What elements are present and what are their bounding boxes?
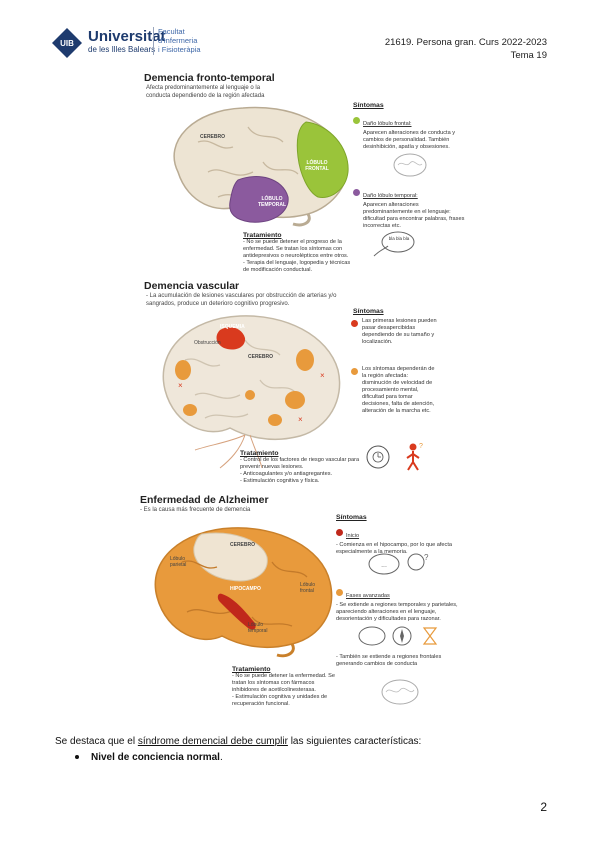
brain-outline-icon bbox=[393, 153, 427, 177]
frontotemporal-title: Demencia fronto-temporal bbox=[144, 72, 275, 84]
uib-logo-icon: UIB bbox=[52, 28, 82, 58]
vascular-symptom-1: Las primeras lesiones pueden pasar desap… bbox=[351, 318, 439, 346]
brain-label-frontal-alz: Lóbulo frontal bbox=[300, 582, 316, 594]
page-number: 2 bbox=[540, 800, 547, 814]
frontotemporal-panel: Demencia fronto-temporal Afecta predomin… bbox=[140, 72, 470, 277]
orange-dot-icon bbox=[336, 589, 343, 597]
alzheimer-subtitle: - Es la causa más frecuente de demencia bbox=[140, 507, 251, 513]
speech-bubble-icon bbox=[373, 231, 415, 257]
brain-label-hipocampo: HIPOCAMPO bbox=[230, 586, 261, 592]
brain-label-temporal-alz: Lóbulo temporal bbox=[248, 622, 268, 634]
dark-red-dot-icon bbox=[336, 529, 343, 537]
purple-dot-icon bbox=[353, 189, 360, 197]
vascular-symptoms-heading: Síntomas bbox=[353, 308, 384, 315]
brain-label-obstruccion: Obstrucción bbox=[194, 340, 221, 346]
alzheimer-frontal: - También se extiende a regiones frontal… bbox=[336, 654, 442, 667]
vascular-treatment: Tratamiento - Control de los factores de… bbox=[240, 450, 360, 484]
alzheimer-treatment: Tratamiento - No se puede detener la enf… bbox=[232, 666, 335, 707]
frontotemporal-symptoms-heading: Síntomas bbox=[353, 102, 384, 109]
svg-text:?: ? bbox=[424, 553, 429, 562]
header-divider bbox=[153, 27, 154, 55]
svg-text:×: × bbox=[298, 415, 303, 424]
brain-label-cerebro-vascular: CEREBRO bbox=[248, 354, 274, 360]
walking-person-icon: ? bbox=[406, 443, 423, 471]
green-dot-icon bbox=[353, 117, 360, 125]
brain-label-temporal: LÓBULO TEMPORAL bbox=[258, 196, 287, 208]
vascular-title: Demencia vascular bbox=[144, 280, 240, 292]
course-title: 21619. Persona gran. Curs 2022-2023 bbox=[384, 37, 547, 48]
red-dot-icon bbox=[351, 320, 358, 327]
alzheimer-inicio: Inicio - Comienza en el hipocampo, por l… bbox=[336, 524, 460, 556]
alzheimer-symptoms-heading: Síntomas bbox=[336, 514, 367, 521]
brain-label-cerebro-alz: CEREBRO bbox=[230, 542, 256, 548]
memory-icons: ... ? bbox=[368, 553, 429, 575]
alzheimer-title: Enfermedad de Alzheimer bbox=[140, 494, 269, 506]
brain-label-frontal: LÓBULO FRONTAL bbox=[305, 160, 329, 172]
vascular-symptom-2: Los síntomas dependerán de la región afe… bbox=[351, 366, 439, 415]
characteristics-intro: Se destaca que el síndrome demencial deb… bbox=[55, 736, 422, 747]
alzheimer-panel: Enfermedad de Alzheimer - Es la causa má… bbox=[140, 494, 470, 720]
topic-title: Tema 19 bbox=[510, 50, 547, 61]
alzheimer-brain-illustration bbox=[154, 527, 333, 658]
orientation-icons bbox=[358, 626, 438, 646]
sindrome-link-text: síndrome demencial debe cumplir bbox=[137, 736, 288, 747]
bullet-icon bbox=[75, 755, 79, 760]
svg-text:...: ... bbox=[381, 562, 387, 569]
temporal-symptom: Daño lóbulo temporal: Aparecen alteracio… bbox=[353, 184, 468, 230]
university-name: Universitat de les Illes Balears bbox=[88, 28, 166, 54]
frontotemporal-treatment: Tratamiento - No se puede detener el pro… bbox=[243, 232, 351, 273]
course-info: 21619. Persona gran. Curs 2022-2023 Tema… bbox=[385, 36, 547, 62]
brain-label-isquemia: ISQUEMIA bbox=[220, 324, 245, 330]
svg-text:×: × bbox=[320, 371, 325, 380]
brain-outline-icon-alz bbox=[381, 679, 419, 705]
frontotemporal-brain-illustration bbox=[173, 106, 349, 227]
svg-text:?: ? bbox=[419, 443, 423, 450]
svg-text:×: × bbox=[178, 381, 183, 390]
bullet-nivel-conciencia: Nivel de conciencia normal. bbox=[75, 752, 223, 763]
speech-bubble-text: bla bla bla bbox=[388, 236, 410, 241]
vascular-subtitle: - La acumulación de lesiones vasculares … bbox=[146, 293, 337, 307]
head-clock-icon bbox=[366, 445, 390, 469]
frontotemporal-subtitle: Afecta predominantemente al lenguaje o l… bbox=[146, 85, 265, 99]
orange-dot-icon bbox=[351, 368, 358, 375]
vascular-brain-illustration: × × × bbox=[162, 315, 341, 469]
brain-label-cerebro: CEREBRO bbox=[200, 134, 226, 140]
brain-label-parietal: Lóbulo parietal bbox=[170, 556, 187, 568]
vascular-panel: Demencia vascular - La acumulación de le… bbox=[140, 280, 470, 490]
logo-text: UIB bbox=[60, 39, 74, 48]
alzheimer-fases: Fases avanzadas - Se extiende a regiones… bbox=[336, 584, 460, 623]
faculty-name: Facultat d'Infermeria i Fisioteràpia bbox=[158, 27, 201, 54]
frontal-symptom: Daño lóbulo frontal: Aparecen alteracion… bbox=[353, 112, 468, 151]
